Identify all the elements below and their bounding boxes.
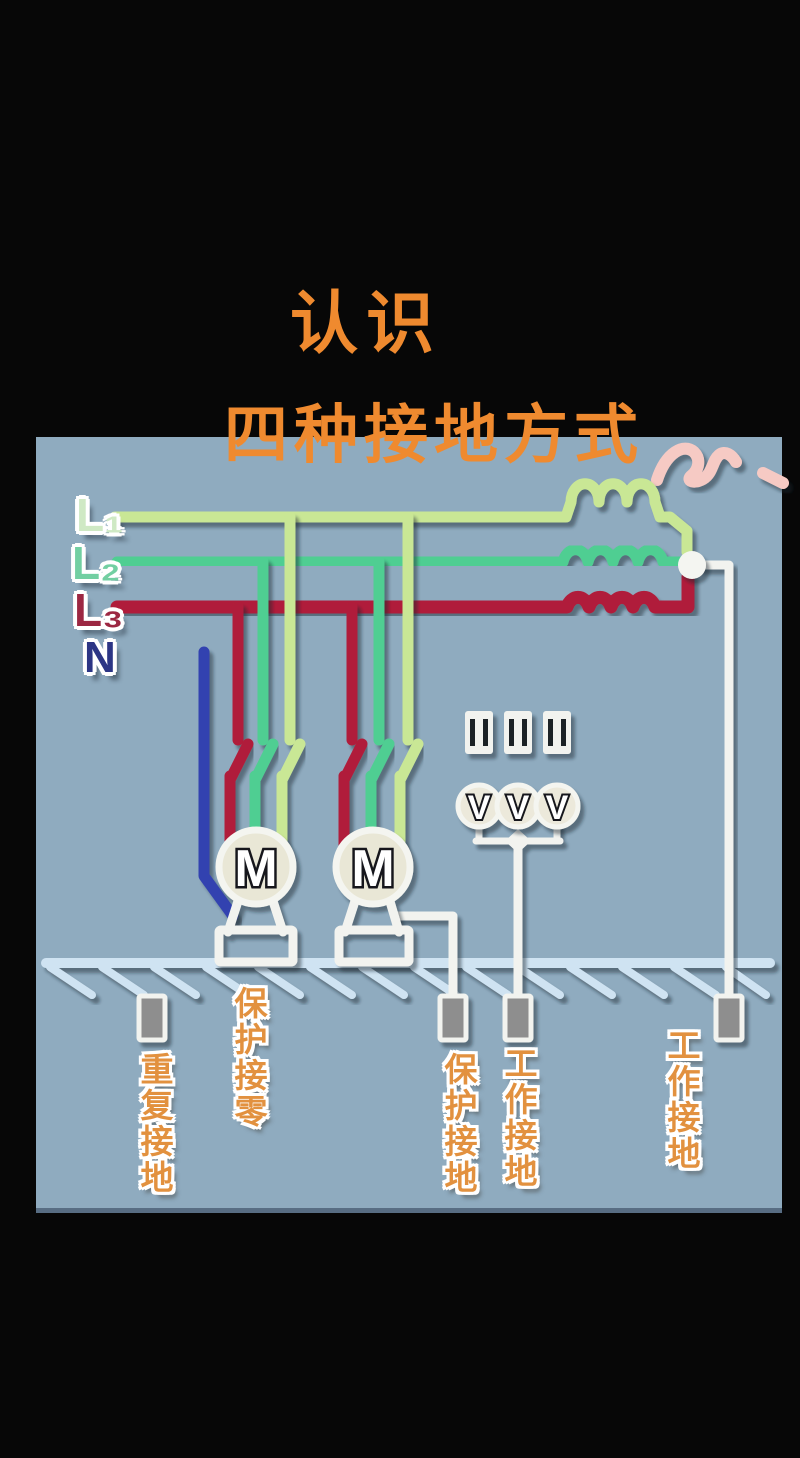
motor2-feeder-l3 <box>338 601 368 856</box>
ground-label-protective-neutral: 保护接零 <box>230 986 267 1130</box>
fuse-3 <box>543 711 571 754</box>
motor1-neutral-bond-wire <box>198 646 239 922</box>
star-point-junction <box>678 551 706 579</box>
voltmeter-3-symbol: V <box>546 789 569 827</box>
bus-label-l1: L₁ <box>76 489 124 541</box>
bus-label-l2: L₂ <box>72 537 121 589</box>
panel-bottom-edge <box>36 1208 782 1213</box>
ground-label-working-earthing-1: 工作接地 <box>500 1046 537 1190</box>
voltmeter-2-symbol: V <box>507 789 530 827</box>
voltmeter-group: V V V <box>455 782 581 830</box>
title-line-1: 认识 <box>290 286 443 362</box>
fuse-2 <box>504 711 532 754</box>
electrode-protective-earthing <box>437 993 469 1043</box>
motor-2: M <box>332 826 414 967</box>
phase-line-l3 <box>110 570 695 614</box>
electrode-working-earthing-2 <box>713 993 745 1043</box>
ground-label-working-earthing-2: 工作接地 <box>663 1028 700 1172</box>
bus-label-l3: L₃ <box>74 584 124 636</box>
motor-1-symbol: M <box>234 840 277 898</box>
electrodes <box>136 993 745 1043</box>
bus-label-n: N <box>84 633 116 682</box>
electrode-repeated-grounding <box>136 993 168 1043</box>
ground-label-repeated-grounding: 重复接地 <box>136 1052 173 1196</box>
ground-label-protective-earthing: 保护接地 <box>440 1052 477 1196</box>
phase-line-l1 <box>109 478 693 558</box>
phase-line-l2 <box>111 544 690 568</box>
pink-squiggle-doodle <box>651 442 789 489</box>
voltmeter-1-symbol: V <box>468 789 491 827</box>
fuse-1 <box>465 711 493 754</box>
motor-1: M <box>214 826 298 967</box>
motor2-earth-wire <box>391 911 458 1003</box>
electrode-working-earthing-1 <box>502 993 534 1043</box>
transformer-earth-wire <box>695 560 734 1003</box>
title-line-2: 四种接地方式 <box>224 399 644 471</box>
motor-2-symbol: M <box>351 840 394 898</box>
